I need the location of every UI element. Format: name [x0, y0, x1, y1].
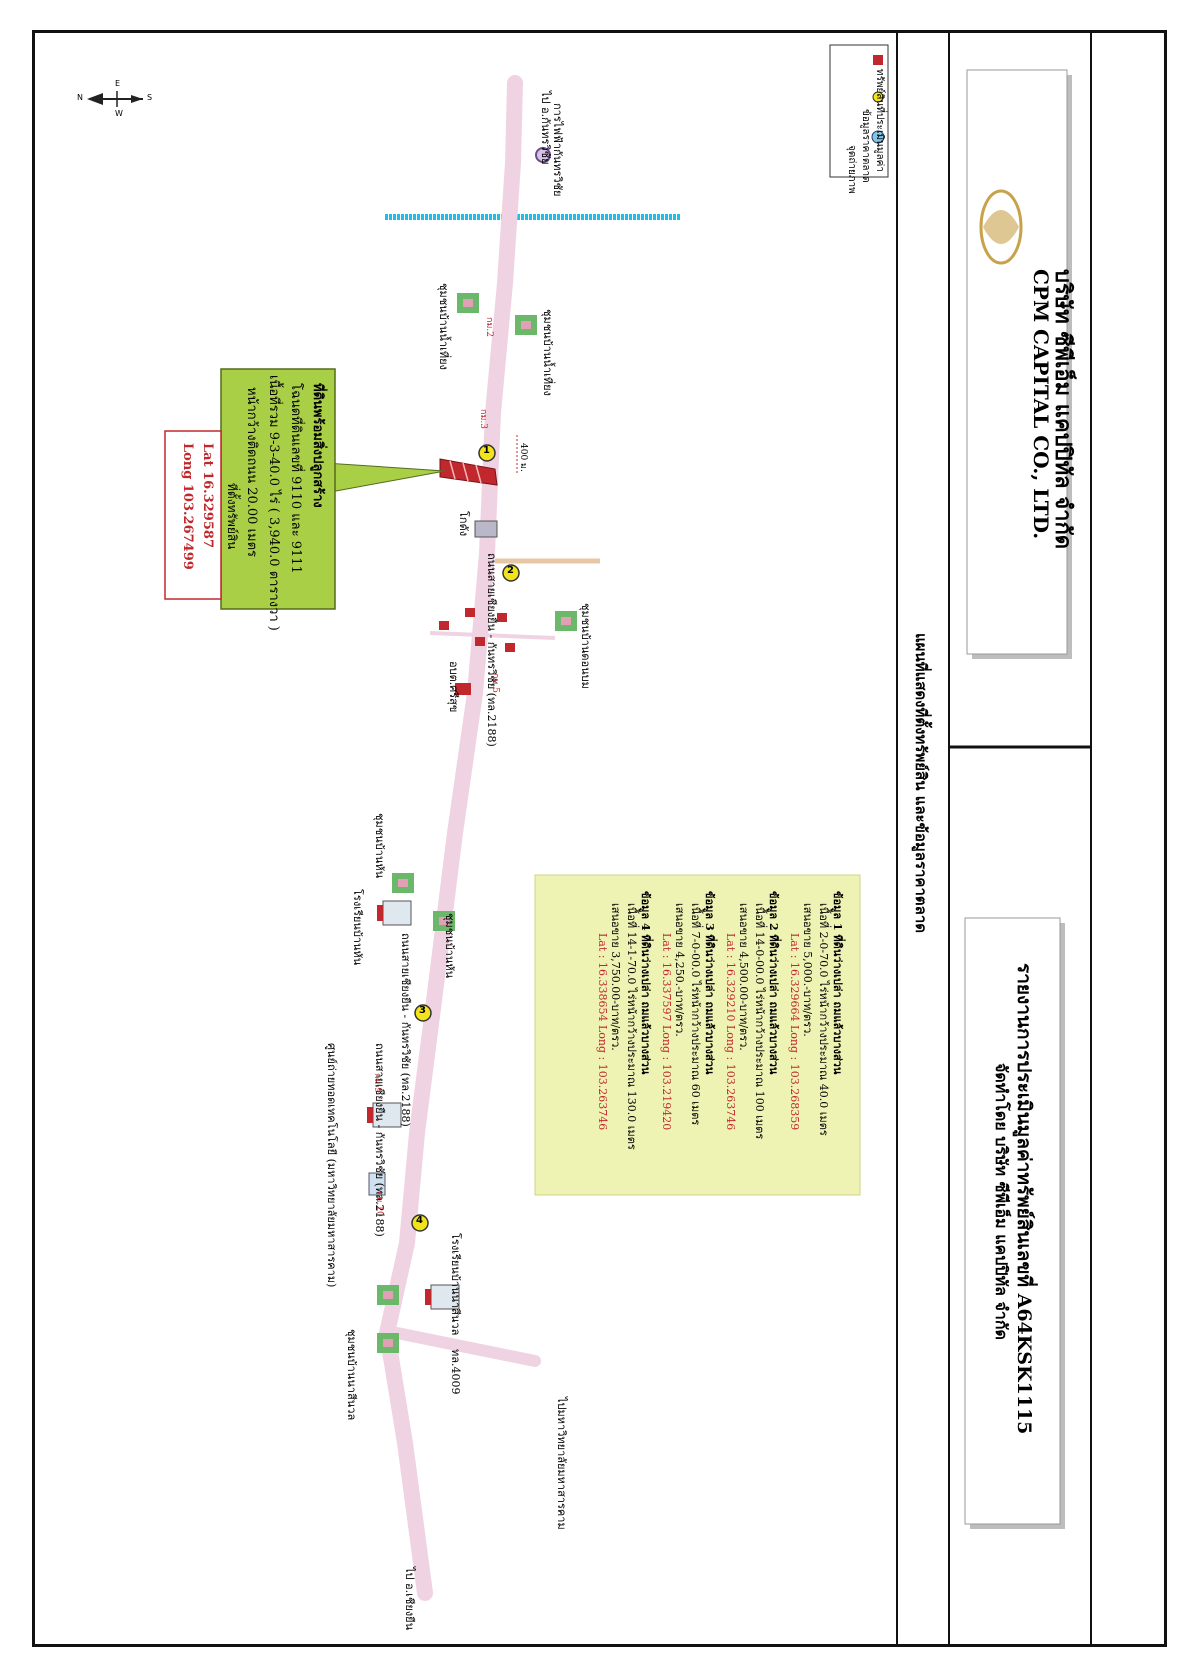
- property-line-1: ที่ดินพร้อมสิ่งปลูกสร้าง: [310, 383, 325, 508]
- legend-box: [829, 44, 889, 178]
- market-2-price: เสนอขาย 4,500.00-บาท/ตรว.: [737, 903, 750, 1051]
- label-km-2: กม.2: [484, 317, 494, 337]
- market-3-coord: Lat : 16.337597 Long : 103.219420: [660, 933, 673, 1131]
- prepared-by: จัดทำโดย บริษัท ซีพีเอ็ม แคปปิทัล จำกัด: [992, 1063, 1011, 1340]
- latlong-box: [164, 430, 222, 600]
- warehouse-icon: [474, 520, 498, 538]
- property-long: Long 103.267499: [180, 443, 195, 570]
- parcel-hatch-2: [462, 462, 469, 482]
- label-km-5: กม.5: [490, 673, 500, 693]
- school-icon-2: [367, 1102, 402, 1128]
- parcel-hatch-3: [475, 464, 482, 484]
- community-icon-4: [392, 873, 414, 893]
- north-arrow-icon: [87, 91, 143, 107]
- market-marker-2: [502, 564, 520, 582]
- legend-photo-swatch: [871, 130, 885, 144]
- property-line-3: เนื้อที่รวม 9-3-40.0 ไร่ ( 3,940.0 ตาราง…: [266, 375, 281, 631]
- community-icon-2: [515, 315, 537, 335]
- label-distance: 400 ม.: [518, 443, 528, 472]
- market-3-area: เนื้อที่ 7-0-00.0 ไร่หน้ากว้างประมาณ 60 …: [689, 903, 702, 1126]
- market-marker-3: [414, 1004, 432, 1022]
- label-to-university: ไปมหาวิทยาลัยมหาสารคาม: [555, 1397, 568, 1530]
- market-4-price: เสนอขาย 3,750.00-บาท/ตรว.: [609, 903, 622, 1051]
- market-1-coord: Lat : 16.329664 Long : 103.268359: [788, 933, 801, 1131]
- map-title: แผนที่แสดงที่ตั้งทรัพย์สิน และข้อมูลราคา…: [912, 633, 930, 933]
- market-1-price: เสนอขาย 5,000.-บาท/ตรว.: [801, 903, 814, 1037]
- label-community-han-1: ชุมชนบ้านหัน: [373, 813, 386, 879]
- power-office-icon: [535, 147, 551, 163]
- property-lat: Lat 16.329587: [200, 443, 215, 548]
- property-tag: ที่ตั้งทรัพย์สิน: [225, 483, 239, 550]
- map-sheet: บริษัท ซีพีเอ็ม แคปปิทัล จำกัด CPM CAPIT…: [32, 30, 1167, 1647]
- legend-property-swatch: [873, 55, 883, 65]
- label-km-9: กม.9: [372, 1073, 382, 1093]
- banner-right: [966, 69, 1068, 655]
- community-icon-1: [457, 293, 479, 313]
- marker-1-number: 1: [483, 445, 490, 456]
- house-cluster: [439, 608, 515, 695]
- label-community-han-2: ชุมชนบ้านหัน: [443, 913, 456, 979]
- label-power-office: การไฟฟ้ากันทรวิชัย: [551, 103, 564, 197]
- market-3-price: เสนอขาย 4,250.-บาท/ตรว.: [673, 903, 686, 1037]
- label-km-3: กม.3: [478, 409, 488, 429]
- compass-n: N: [77, 93, 83, 102]
- report-title: รายงานการประเมินมูลค่าทรัพย์สินเลขที่ A6…: [1013, 963, 1035, 1435]
- label-community-nam-thiang-1: ชุมชนบ้านน้ำเที่ยง: [437, 283, 450, 370]
- market-4-coord: Lat : 16.338654 Long : 103.263746: [596, 933, 609, 1131]
- property-line-2: โฉนดที่ดินเลขที่ 9110 และ 9111: [288, 383, 303, 574]
- market-4-area: เนื้อที่ 14-1-70.0 ไร่หน้ากว้างประมาณ 13…: [625, 903, 638, 1150]
- property-line-4: หน้ากว้างติดถนน 20.00 เมตร: [244, 387, 259, 558]
- community-icon-5: [433, 911, 455, 931]
- label-community-na-si-nuan: ชุมชนบ้านนาสีนวล: [345, 1329, 358, 1421]
- property-box: [220, 368, 336, 610]
- market-1-area: เนื้อที่ 2-0-70.0 ไร่หน้ากว้างประมาณ 40.…: [817, 903, 830, 1136]
- marker-4-number: 4: [416, 1215, 423, 1226]
- school-icon-3: [425, 1284, 460, 1310]
- market-data-box: [534, 874, 861, 1196]
- market-marker-4: [411, 1214, 429, 1232]
- community-icon-7: [377, 1333, 399, 1353]
- school-icon-1: [377, 900, 412, 926]
- village-lane-1: [429, 631, 556, 640]
- compass-e: E: [115, 79, 121, 88]
- marker-3-number: 3: [419, 1005, 426, 1016]
- market-marker-1: [478, 444, 496, 462]
- legend-label-photo: จุดถ่ายภาพ: [846, 145, 857, 194]
- community-icon-6: [377, 1285, 399, 1305]
- company-name-en: CPM CAPITAL CO., LTD.: [1029, 269, 1053, 540]
- parcel-hatch-1: [449, 460, 456, 480]
- property-callout-pointer: [324, 462, 446, 494]
- label-school-mahawittaya: โรงเรียนบ้านหัน: [351, 889, 364, 966]
- label-community-nong-khuen: ชุมชนบ้านดอนบม: [579, 603, 592, 689]
- compass-w: W: [115, 109, 123, 118]
- label-obt: อบต.ศรีสุข: [447, 661, 460, 713]
- label-road-2188-a: ถนนสายเชียงยืน - กันทรวิชัย (ทล.2188): [485, 553, 498, 747]
- label-road-4009: ทล.4009: [449, 1349, 462, 1395]
- building-icon: [368, 1172, 386, 1196]
- legend-label-property: ทรัพย์สินที่ประเมินมูลค่า: [874, 69, 885, 172]
- banner-left: [964, 917, 1061, 1525]
- marker-2-number: 2: [507, 565, 514, 576]
- market-2-coord: Lat : 16.329210 Long : 103.263746: [724, 933, 737, 1131]
- label-center: ศูนย์ถ่ายทอดเทคโนโลยี (มหาวิทยาลัยมหาสาร…: [325, 1043, 338, 1288]
- label-road-2188-b: ถนนสายเชียงยืน - กันทรวิชัย (ทล.2188): [399, 933, 412, 1127]
- label-warehouse: โกดัง: [457, 511, 470, 537]
- legend-label-market: ข้อมูลราคาตลาด: [860, 109, 871, 183]
- label-school-na-si-nuan: โรงเรียนบ้านนาสีนวล: [449, 1233, 462, 1336]
- compass-s: S: [147, 93, 153, 102]
- market-2-area: เนื้อที่ 14-0-00.0 ไร่หน้ากว้างประมาณ 10…: [753, 903, 766, 1140]
- road-4009: [391, 1327, 541, 1367]
- label-to-chiang-yuen: ไป อ.เชียงยืน: [403, 1567, 416, 1631]
- label-community-nam-thiang-2: ชุมชนบ้านน้ำเที่ยง: [541, 309, 554, 396]
- legend-market-swatch: [872, 91, 884, 103]
- cpm-logo-icon: [979, 189, 1023, 265]
- label-km-10: กม.10: [374, 1191, 384, 1217]
- map-canvas: [87, 33, 1092, 1644]
- community-icon-3: [555, 611, 577, 631]
